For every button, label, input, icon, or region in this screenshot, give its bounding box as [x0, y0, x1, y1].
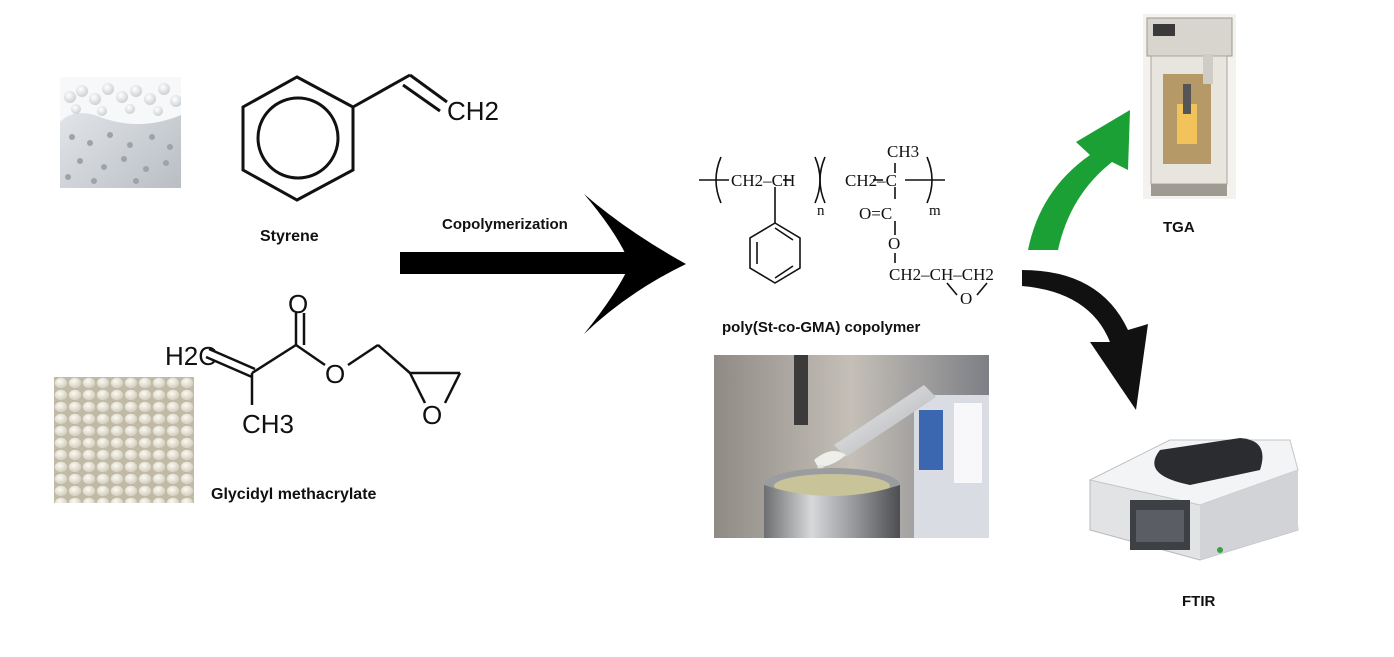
copolymer-epoxide-oxygen: O: [960, 289, 972, 305]
copolymer-carbonyl: O=C: [859, 204, 892, 223]
gma-carbonyl-oxygen: O: [288, 289, 308, 319]
tga-label: TGA: [1163, 219, 1195, 236]
styrene-beads-image: [60, 77, 181, 188]
copolymer-subscript-m: m: [929, 203, 941, 219]
gma-structure: H2C O O CH3 O: [165, 289, 462, 439]
gma-methyl-group: CH3: [242, 409, 294, 439]
resin-can-photo: [714, 355, 989, 538]
gma-epoxide-oxygen: O: [422, 400, 442, 430]
copolymer-side-chain: CH2–CH–CH2: [889, 265, 994, 284]
copolymer-methyl: CH3: [887, 142, 919, 161]
styrene-beads-photo: [60, 77, 181, 188]
ftir-instrument-image: [1080, 410, 1302, 568]
copolymer-unit2: CH2–C: [845, 171, 897, 190]
gma-ester-oxygen: O: [325, 359, 345, 389]
copolymer-subscript-n: n: [817, 203, 825, 219]
copolymer-unit1: CH2–CH: [731, 171, 795, 190]
tga-arrow: [1028, 110, 1130, 250]
copolymerization-arrow: [400, 194, 686, 334]
tga-instrument-image: [1143, 14, 1236, 199]
styrene-ch2-group: CH2: [447, 96, 499, 126]
styrene-structure: CH2: [241, 73, 499, 202]
gma-granules-image: [54, 377, 194, 503]
gma-granules-photo: [54, 377, 194, 503]
copolymer-label: poly(St-co-GMA) copolymer: [722, 319, 921, 336]
copolymer-structure: CH2–CH CH2–C CH3 O=C O CH2–CH–CH2 O n m: [699, 142, 994, 305]
gma-vinyl-group: H2C: [165, 341, 217, 371]
ftir-arrow: [1022, 270, 1148, 410]
copolymerization-label: Copolymerization: [442, 216, 568, 233]
ftir-instrument-photo: [1080, 410, 1302, 568]
tga-instrument-photo: [1143, 14, 1236, 199]
styrene-label: Styrene: [260, 228, 319, 245]
ftir-label: FTIR: [1182, 593, 1216, 610]
copolymer-ester-oxygen: O: [888, 234, 900, 253]
gma-label: Glycidyl methacrylate: [211, 486, 377, 503]
resin-can-image: [714, 355, 989, 538]
